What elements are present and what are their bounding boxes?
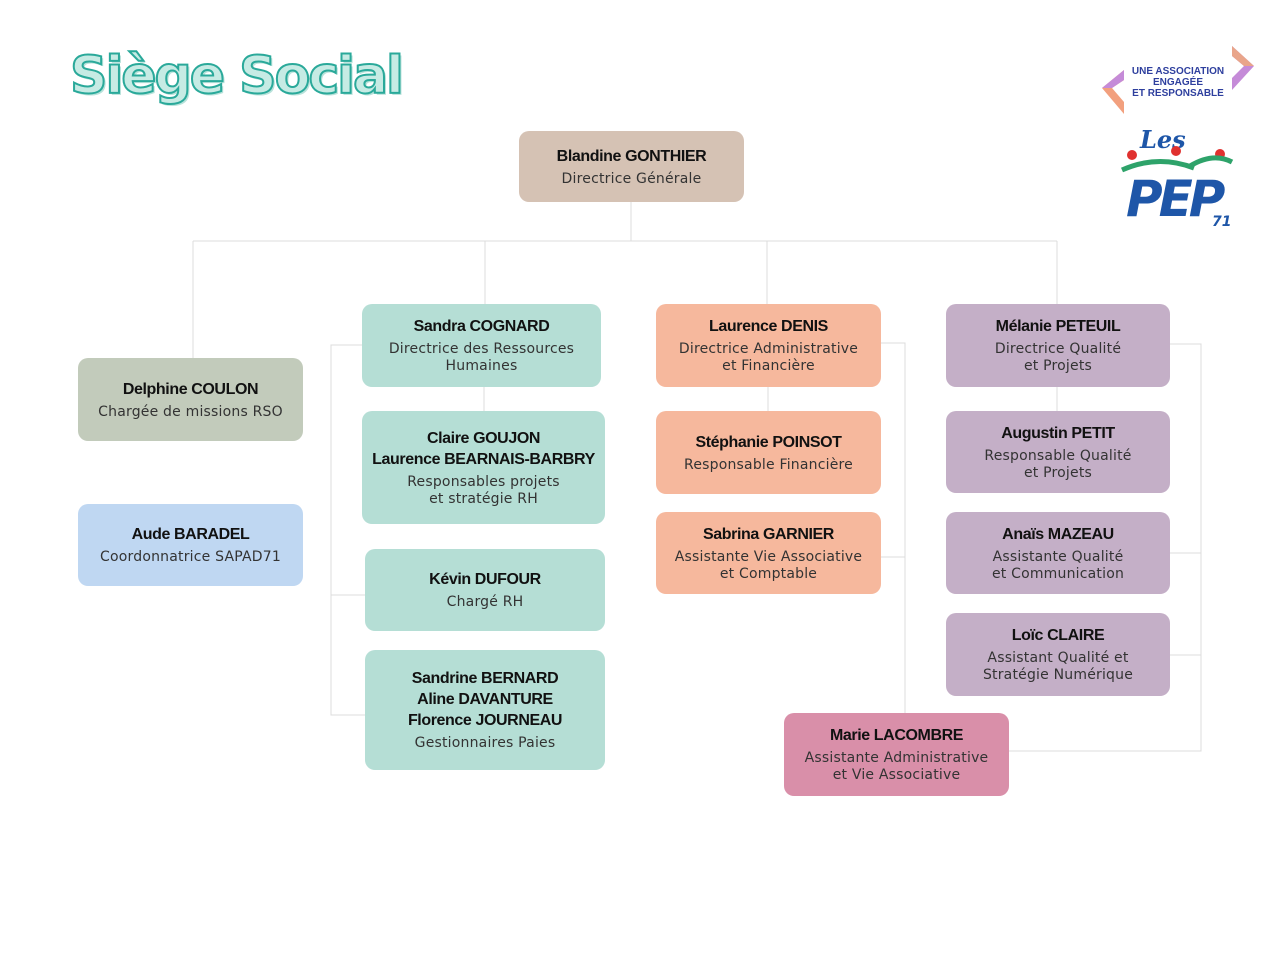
node-name: Blandine GONTHIER	[556, 147, 707, 165]
node-role: Responsable Financière	[684, 456, 853, 473]
node-name: Marie LACOMBRE	[829, 727, 964, 744]
node-assistante-administrative: Marie LACOMBRE Assistante Administrative…	[784, 713, 1009, 796]
red-dot-icon	[1171, 146, 1181, 156]
node-name: Anaïs MAZEAU	[1002, 525, 1114, 543]
node-rh-projets: Claire GOUJON Laurence BEARNAIS-BARBRY R…	[362, 411, 605, 524]
logo-number: 71	[1212, 214, 1231, 230]
node-charge-rh: Kévin DUFOUR Chargé RH	[365, 549, 605, 631]
node-role: Assistant Qualité et Stratégie Numérique	[983, 650, 1133, 684]
role-line: et Projets	[1023, 358, 1093, 374]
node-role: Coordonnatrice SAPAD71	[100, 549, 281, 565]
node-sapad: Aude BARADEL Coordonnatrice SAPAD71	[78, 504, 303, 586]
role-line: et Projets	[1023, 464, 1093, 481]
node-role: Directrice Générale	[561, 170, 702, 187]
connector-fin-rail	[881, 342, 906, 713]
node-name: Claire GOUJON	[426, 429, 541, 447]
node-role: Chargée de missions RSO	[98, 403, 283, 420]
node-vie-associative: Sabrina GARNIER Assistante Vie Associati…	[656, 512, 881, 594]
role-line: Assistante Qualité	[992, 548, 1124, 565]
node-name: Florence JOURNEAU	[407, 712, 563, 729]
node-name: Kévin DUFOUR	[429, 571, 541, 588]
connector-q-rail	[1009, 343, 1202, 752]
role-line: Directrice des Ressources	[388, 341, 575, 357]
red-dot-icon	[1127, 150, 1137, 160]
node-daf: Laurence DENIS Directrice Administrative…	[656, 304, 881, 387]
node-role: Directrice Administrative et Financière	[679, 341, 858, 375]
tagline-line: ET RESPONSABLE	[1132, 88, 1224, 99]
node-role: Directrice Qualité et Projets	[995, 341, 1121, 375]
role-line: et stratégie RH	[429, 490, 538, 507]
node-name: Aude BARADEL	[131, 526, 250, 543]
role-line: Responsable Qualité	[984, 447, 1132, 464]
node-name: Laurence BEARNAIS-BARBRY	[372, 450, 595, 468]
node-role: Responsables projets et stratégie RH	[407, 474, 560, 508]
node-name: Augustin PETIT	[1001, 424, 1115, 442]
node-name: Sandra COGNARD	[413, 318, 550, 335]
node-paies: Sandrine BERNARD Aline DAVANTURE Florenc…	[365, 650, 605, 770]
role-line: Assistante Administrative	[804, 750, 989, 766]
node-role: Gestionnaires Paies	[414, 735, 556, 751]
node-name: Delphine COULON	[122, 380, 259, 398]
node-responsable-financiere: Stéphanie POINSOT Responsable Financière	[656, 411, 881, 494]
tagline-line: ENGAGÉE	[1153, 75, 1203, 88]
node-rso: Delphine COULON Chargée de missions RSO	[78, 358, 303, 441]
role-line: Directrice Qualité	[994, 341, 1122, 357]
node-name: Laurence DENIS	[709, 318, 828, 335]
node-name: Sandrine BERNARD	[411, 670, 559, 687]
role-line: Humaines	[445, 358, 518, 374]
role-line: Responsables projets	[407, 473, 560, 490]
node-name: Mélanie PETEUIL	[995, 318, 1121, 335]
node-role: Assistante Administrative et Vie Associa…	[805, 750, 989, 784]
node-name: Stéphanie POINSOT	[695, 433, 842, 451]
node-assistante-qualite: Anaïs MAZEAU Assistante Qualité et Commu…	[946, 512, 1170, 594]
node-role: Responsable Qualité et Projets	[984, 448, 1131, 482]
node-responsable-qualite: Augustin PETIT Responsable Qualité et Pr…	[946, 411, 1170, 493]
node-directrice-qualite: Mélanie PETEUIL Directrice Qualité et Pr…	[946, 304, 1170, 387]
tagline-line: UNE ASSOCIATION	[1132, 66, 1224, 77]
role-line: et Vie Associative	[832, 767, 961, 783]
node-drh: Sandra COGNARD Directrice des Ressources…	[362, 304, 601, 387]
node-name: Sabrina GARNIER	[703, 525, 834, 543]
connector-hr-rail	[330, 344, 365, 716]
node-directrice-generale: Blandine GONTHIER Directrice Générale	[519, 131, 744, 202]
role-line: et Communication	[991, 565, 1125, 582]
node-role: Chargé RH	[446, 594, 524, 610]
role-line: Stratégie Numérique	[982, 667, 1134, 683]
node-assistant-qualite: Loïc CLAIRE Assistant Qualité et Stratég…	[946, 613, 1170, 696]
node-name: Aline DAVANTURE	[417, 691, 553, 708]
role-line: Assistant Qualité et	[987, 650, 1129, 666]
page-title: Siège Social	[69, 46, 405, 106]
role-line: Directrice Administrative	[678, 341, 859, 357]
node-name: Loïc CLAIRE	[1011, 627, 1105, 644]
pep71-logo: UNE ASSOCIATION ENGAGÉE ET RESPONSABLE L…	[1102, 46, 1254, 230]
role-line: Assistante Vie Associative	[674, 548, 863, 565]
logo-pep: PEP	[1126, 170, 1225, 228]
node-role: Directrice des Ressources Humaines	[389, 341, 574, 375]
node-role: Assistante Vie Associative et Comptable	[675, 549, 862, 583]
role-line: et Comptable	[719, 565, 818, 582]
role-line: et Financière	[722, 358, 815, 374]
node-role: Assistante Qualité et Communication	[992, 549, 1124, 583]
